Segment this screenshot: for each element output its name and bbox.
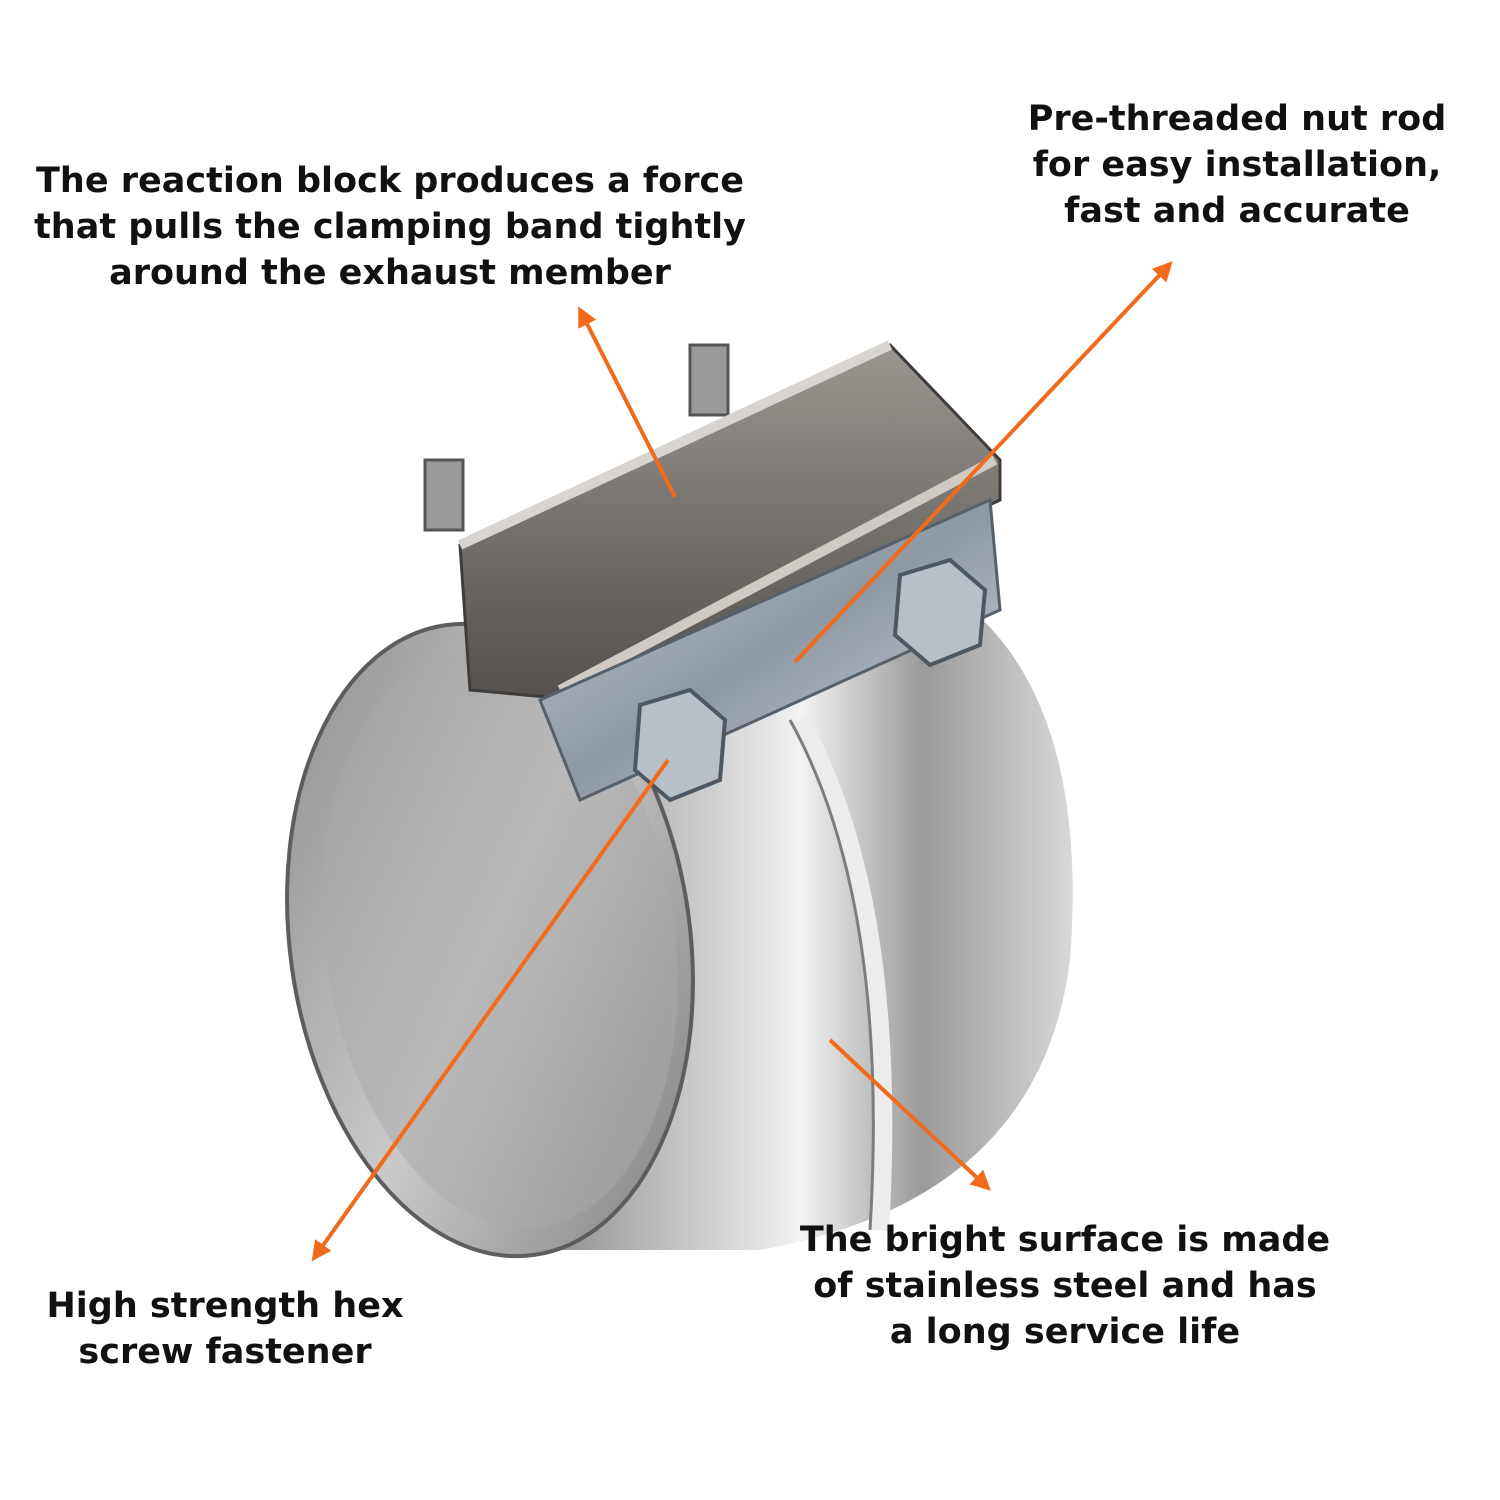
threaded-stud <box>423 458 465 532</box>
callout-stainless-surface: The bright surface is made of stainless … <box>800 1217 1330 1355</box>
callout-hex-screw: High strength hex screw fastener <box>46 1283 403 1375</box>
arrow-hex-screw <box>311 758 670 1262</box>
callout-line: for easy installation, <box>1032 145 1442 185</box>
callout-reaction-block: The reaction block produces a force that… <box>34 158 746 296</box>
callout-line: that pulls the clamping band tightly <box>34 207 746 247</box>
hex-bolt <box>632 687 728 803</box>
hex-bolt <box>892 557 988 668</box>
callout-line: Pre-threaded nut rod <box>1027 99 1447 139</box>
arrow-stainless-surface <box>828 1038 991 1191</box>
callout-line: a long service life <box>889 1312 1241 1352</box>
arrow-nut-rod <box>793 261 1173 664</box>
callout-line: High strength hex <box>46 1286 404 1326</box>
arrow-reaction-block <box>578 306 677 498</box>
callout-line: The reaction block produces a force <box>36 161 744 201</box>
callout-line: screw fastener <box>78 1332 372 1372</box>
callout-nut-rod: Pre-threaded nut rod for easy installati… <box>1028 96 1447 234</box>
threaded-stud <box>688 343 730 417</box>
callout-line: of stainless steel and has <box>813 1266 1317 1306</box>
callout-line: The bright surface is made <box>799 1220 1331 1260</box>
callout-line: around the exhaust member <box>109 253 671 293</box>
callout-line: fast and accurate <box>1064 191 1410 231</box>
